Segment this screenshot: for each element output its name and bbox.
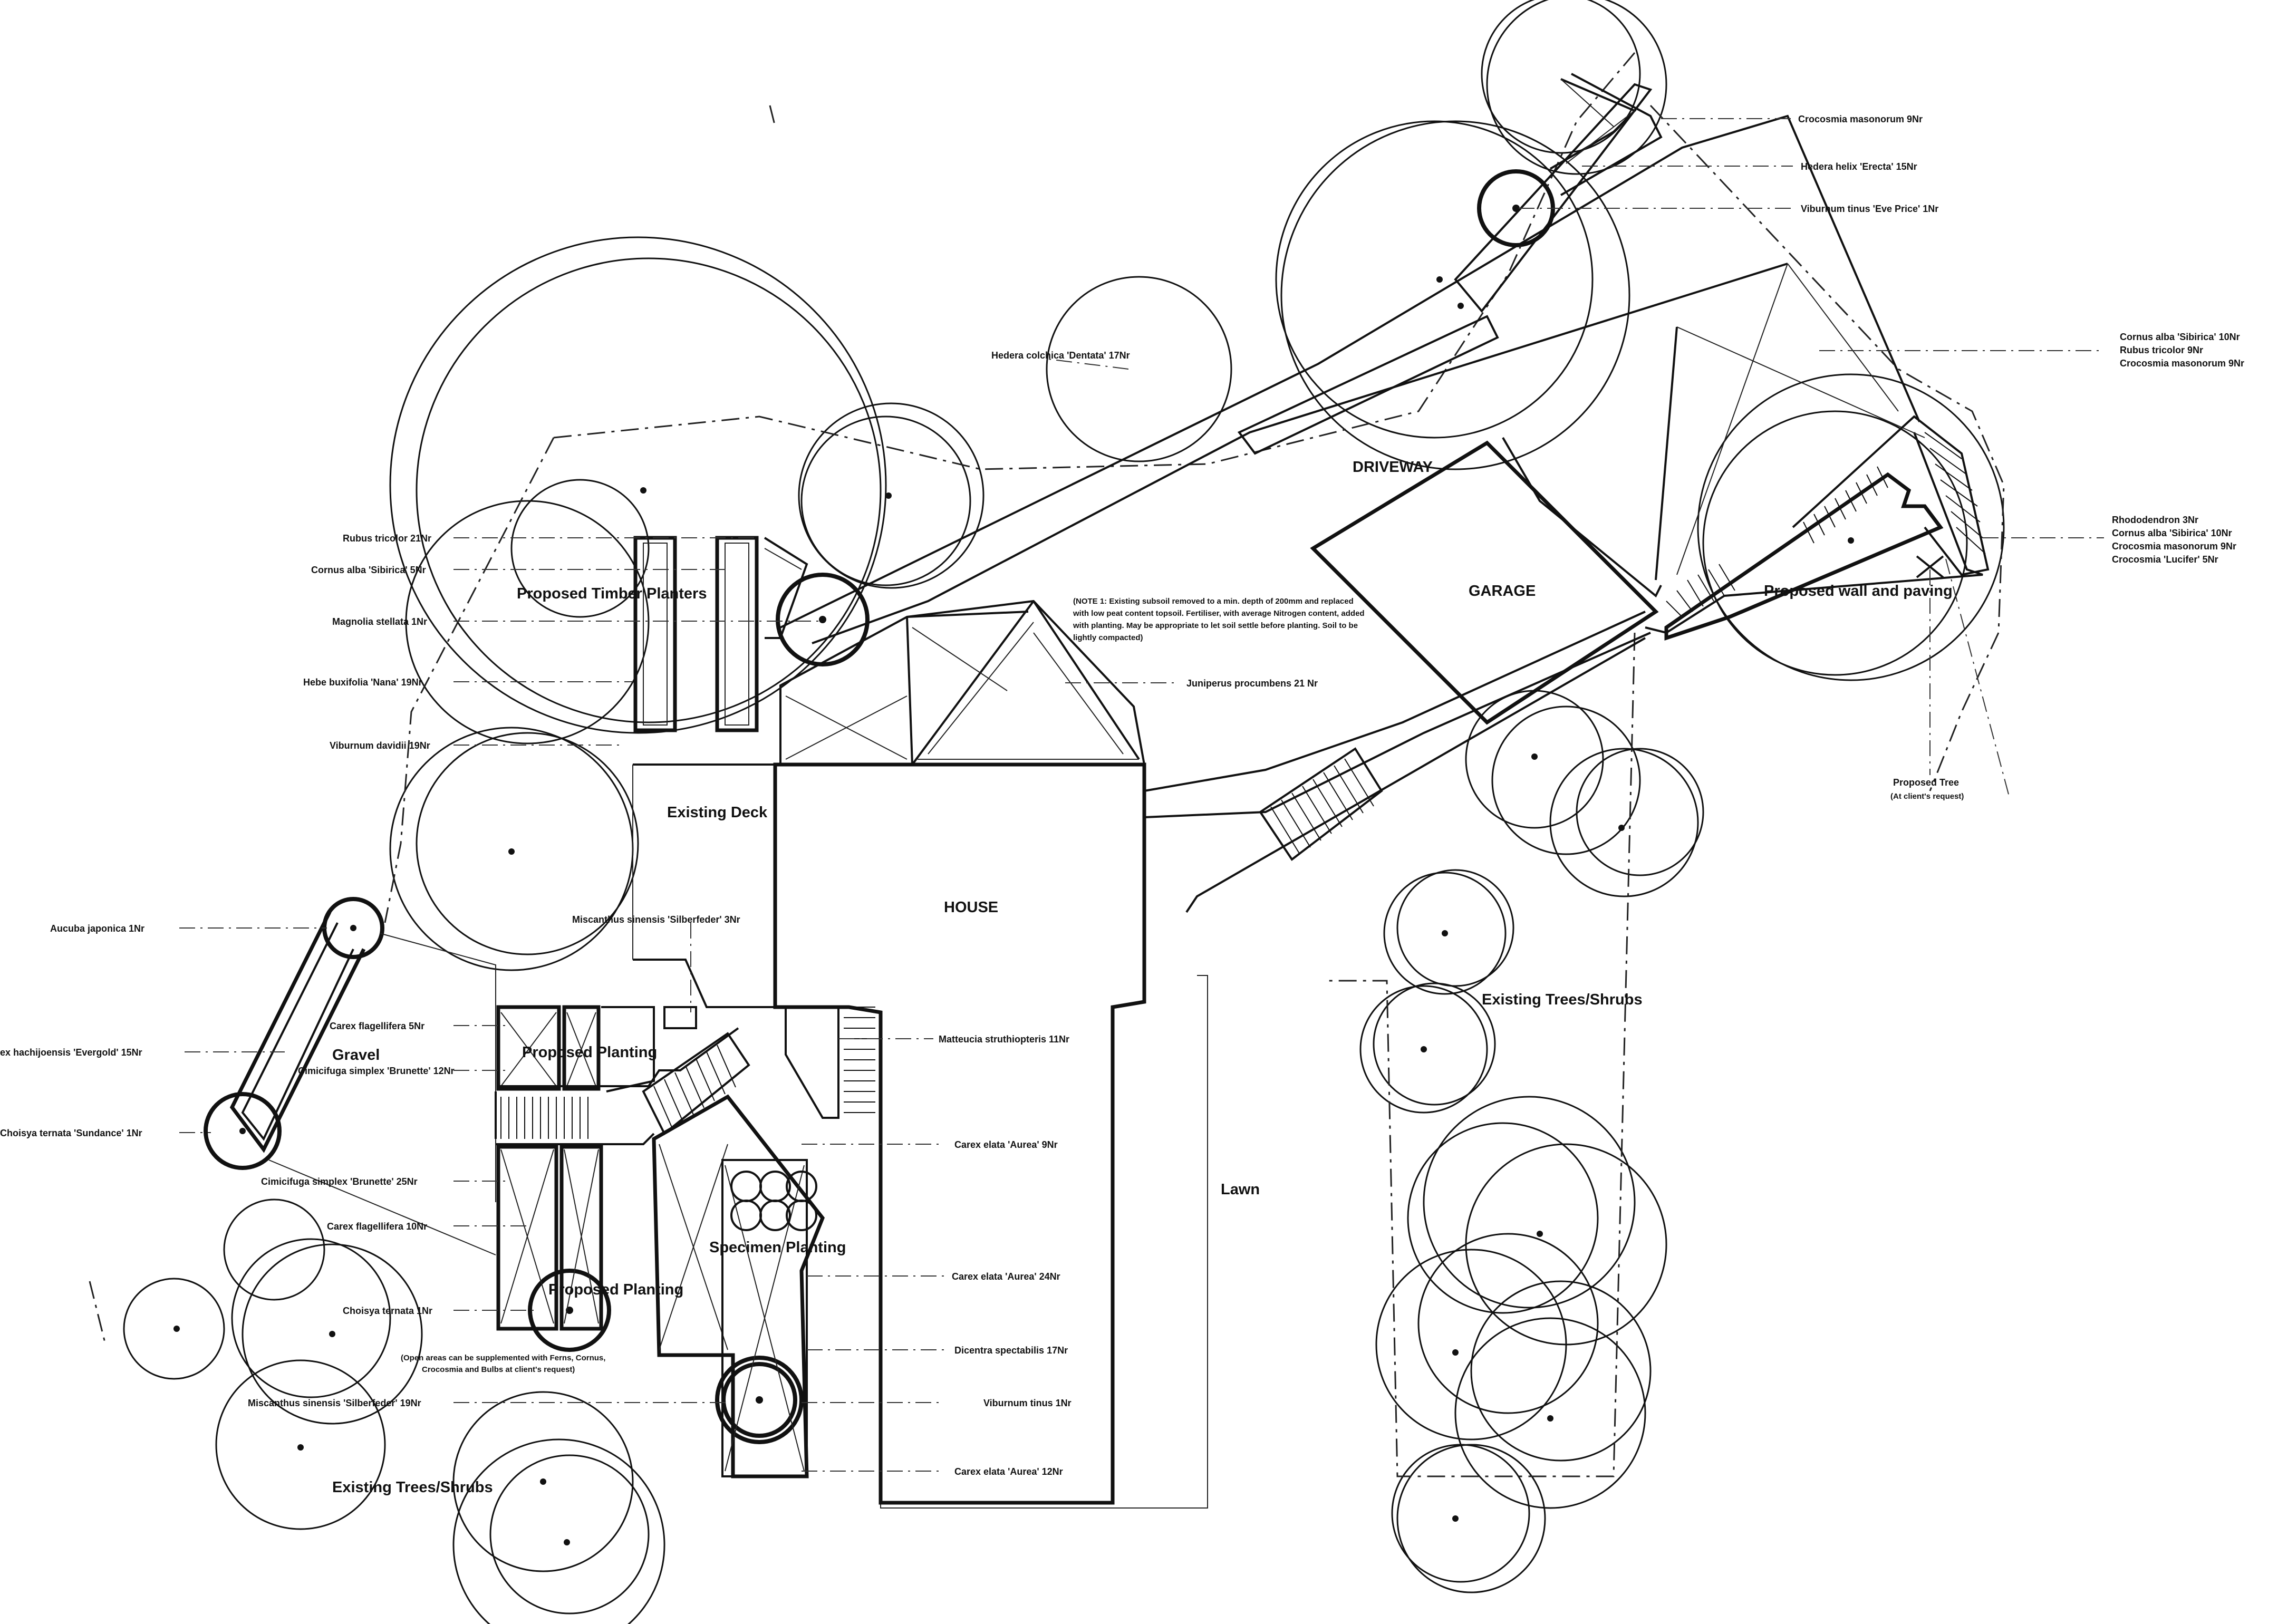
plant-label: Miscanthus sinensis 'Silberfeder' 19Nr (248, 1398, 421, 1408)
proposed-tree-note: (At client's request) (1890, 792, 1964, 801)
subsoil-note-line: with low peat content topsoil. Fertilise… (1073, 609, 1365, 618)
proposed-planting-lower-label: Proposed Planting (548, 1281, 683, 1298)
site-boundary (89, 52, 2005, 1509)
plant-label: ex hachijoensis 'Evergold' 15Nr (0, 1047, 142, 1058)
wall-paving-label: Proposed wall and paving (1764, 583, 1953, 600)
specimen-shrubs (730, 1171, 817, 1231)
plant-label: Matteucia struthiopteris 11Nr (939, 1034, 1069, 1045)
house (773, 600, 1146, 1505)
plant-label: Juniperus procumbens 21 Nr (1186, 678, 1318, 689)
plant-label: Dicentra spectabilis 17Nr (954, 1345, 1068, 1356)
existing-trees-east-label: Existing Trees/Shrubs (1482, 991, 1643, 1008)
existing-trees-south-label: Existing Trees/Shrubs (332, 1479, 493, 1496)
plant-label: Carex flagellifera 5Nr (330, 1021, 424, 1031)
plant-label: Hedera colchica 'Dentata' 17Nr (991, 350, 1130, 361)
plant-label: Crocosmia masonorum 9Nr (2112, 541, 2236, 552)
specimen-planting-label: Specimen Planting (709, 1239, 846, 1256)
open-areas-note-line: (Open areas can be supplemented with Fer… (401, 1354, 605, 1362)
timber-planters (633, 536, 808, 732)
tree-centres (173, 276, 1854, 1545)
leader-lines (179, 118, 2104, 1472)
proposed-trees (204, 169, 1944, 1444)
plant-label: Carex flagellifera 10Nr (327, 1221, 427, 1232)
plant-label: Cornus alba 'Sibirica' 10Nr (2112, 528, 2232, 538)
subsoil-note-line: lightly compacted) (1073, 633, 1143, 642)
plant-label: Magnolia stellata 1Nr (332, 616, 427, 627)
lawn-label: Lawn (1221, 1181, 1260, 1198)
plant-labels: Crocosmia masonorum 9Nr Hedera helix 'Er… (0, 114, 2244, 1477)
plant-label: Choisya ternata 1Nr (343, 1306, 432, 1316)
plant-label: Aucuba japonica 1Nr (50, 923, 144, 934)
plant-label: Hedera helix 'Erecta' 15Nr (1801, 161, 1917, 172)
plant-label: Hebe buxifolia 'Nana' 19Nr (303, 677, 422, 688)
plant-label: Crocosmia 'Lucifer' 5Nr (2112, 554, 2218, 565)
plant-label: Viburnum tinus 1Nr (983, 1398, 1072, 1408)
plant-label: Carex elata 'Aurea' 24Nr (952, 1271, 1060, 1282)
planting-beds (495, 1005, 875, 1478)
plant-label: Choisya ternata 'Sundance' 1Nr (0, 1128, 142, 1138)
plant-label: Cimicifuga simplex 'Brunette' 25Nr (261, 1176, 418, 1187)
house-label: HOUSE (944, 899, 998, 916)
plant-label: Crocosmia masonorum 9Nr (2120, 358, 2244, 369)
subsoil-note-line: with planting. May be appropriate to let… (1073, 621, 1358, 630)
subsoil-note-line: (NOTE 1: Existing subsoil removed to a m… (1073, 597, 1354, 606)
driveway-lines (780, 73, 1983, 913)
plant-label: Rubus tricolor 21Nr (343, 533, 431, 544)
existing-deck-label: Existing Deck (667, 804, 768, 821)
plant-label: Viburnum tinus 'Eve Price' 1Nr (1801, 204, 1938, 214)
plant-label: Cornus alba 'Sibirica' 10Nr (2120, 332, 2240, 342)
area-labels: DRIVEWAY GARAGE HOUSE Existing Deck Lawn… (332, 459, 1964, 1496)
gravel-area (229, 911, 496, 1255)
plant-label: Miscanthus sinensis 'Silberfeder' 3Nr (572, 914, 740, 925)
plant-label: Cimicifuga simplex 'Brunette' 12Nr (298, 1066, 455, 1076)
existing-deck (632, 763, 776, 1008)
proposed-tree-label: Proposed Tree (1893, 777, 1959, 788)
plant-label: Carex elata 'Aurea' 12Nr (954, 1466, 1063, 1477)
proposed-planting-upper-label: Proposed Planting (522, 1044, 657, 1061)
plant-label: Rubus tricolor 9Nr (2120, 345, 2203, 355)
plant-label: Viburnum davidii 19Nr (330, 740, 430, 751)
notes: (NOTE 1: Existing subsoil removed to a m… (401, 597, 1365, 1374)
gravel-label: Gravel (332, 1047, 380, 1064)
existing-tree-canopies (123, 0, 2005, 1624)
driveway-label: DRIVEWAY (1353, 459, 1433, 476)
garage (1310, 263, 1925, 725)
wall-paving (1259, 415, 1990, 861)
open-areas-note-line: Crocosmia and Bulbs at client's request) (422, 1365, 575, 1374)
garage-label: GARAGE (1469, 583, 1536, 600)
plant-label: Carex elata 'Aurea' 9Nr (954, 1139, 1058, 1150)
plant-label: Cornus alba 'Sibirica' 5Nr (311, 565, 426, 575)
plant-label: Crocosmia masonorum 9Nr (1798, 114, 1923, 124)
timber-planters-label: Proposed Timber Planters (517, 585, 707, 602)
plant-label: Rhododendron 3Nr (2112, 515, 2198, 525)
